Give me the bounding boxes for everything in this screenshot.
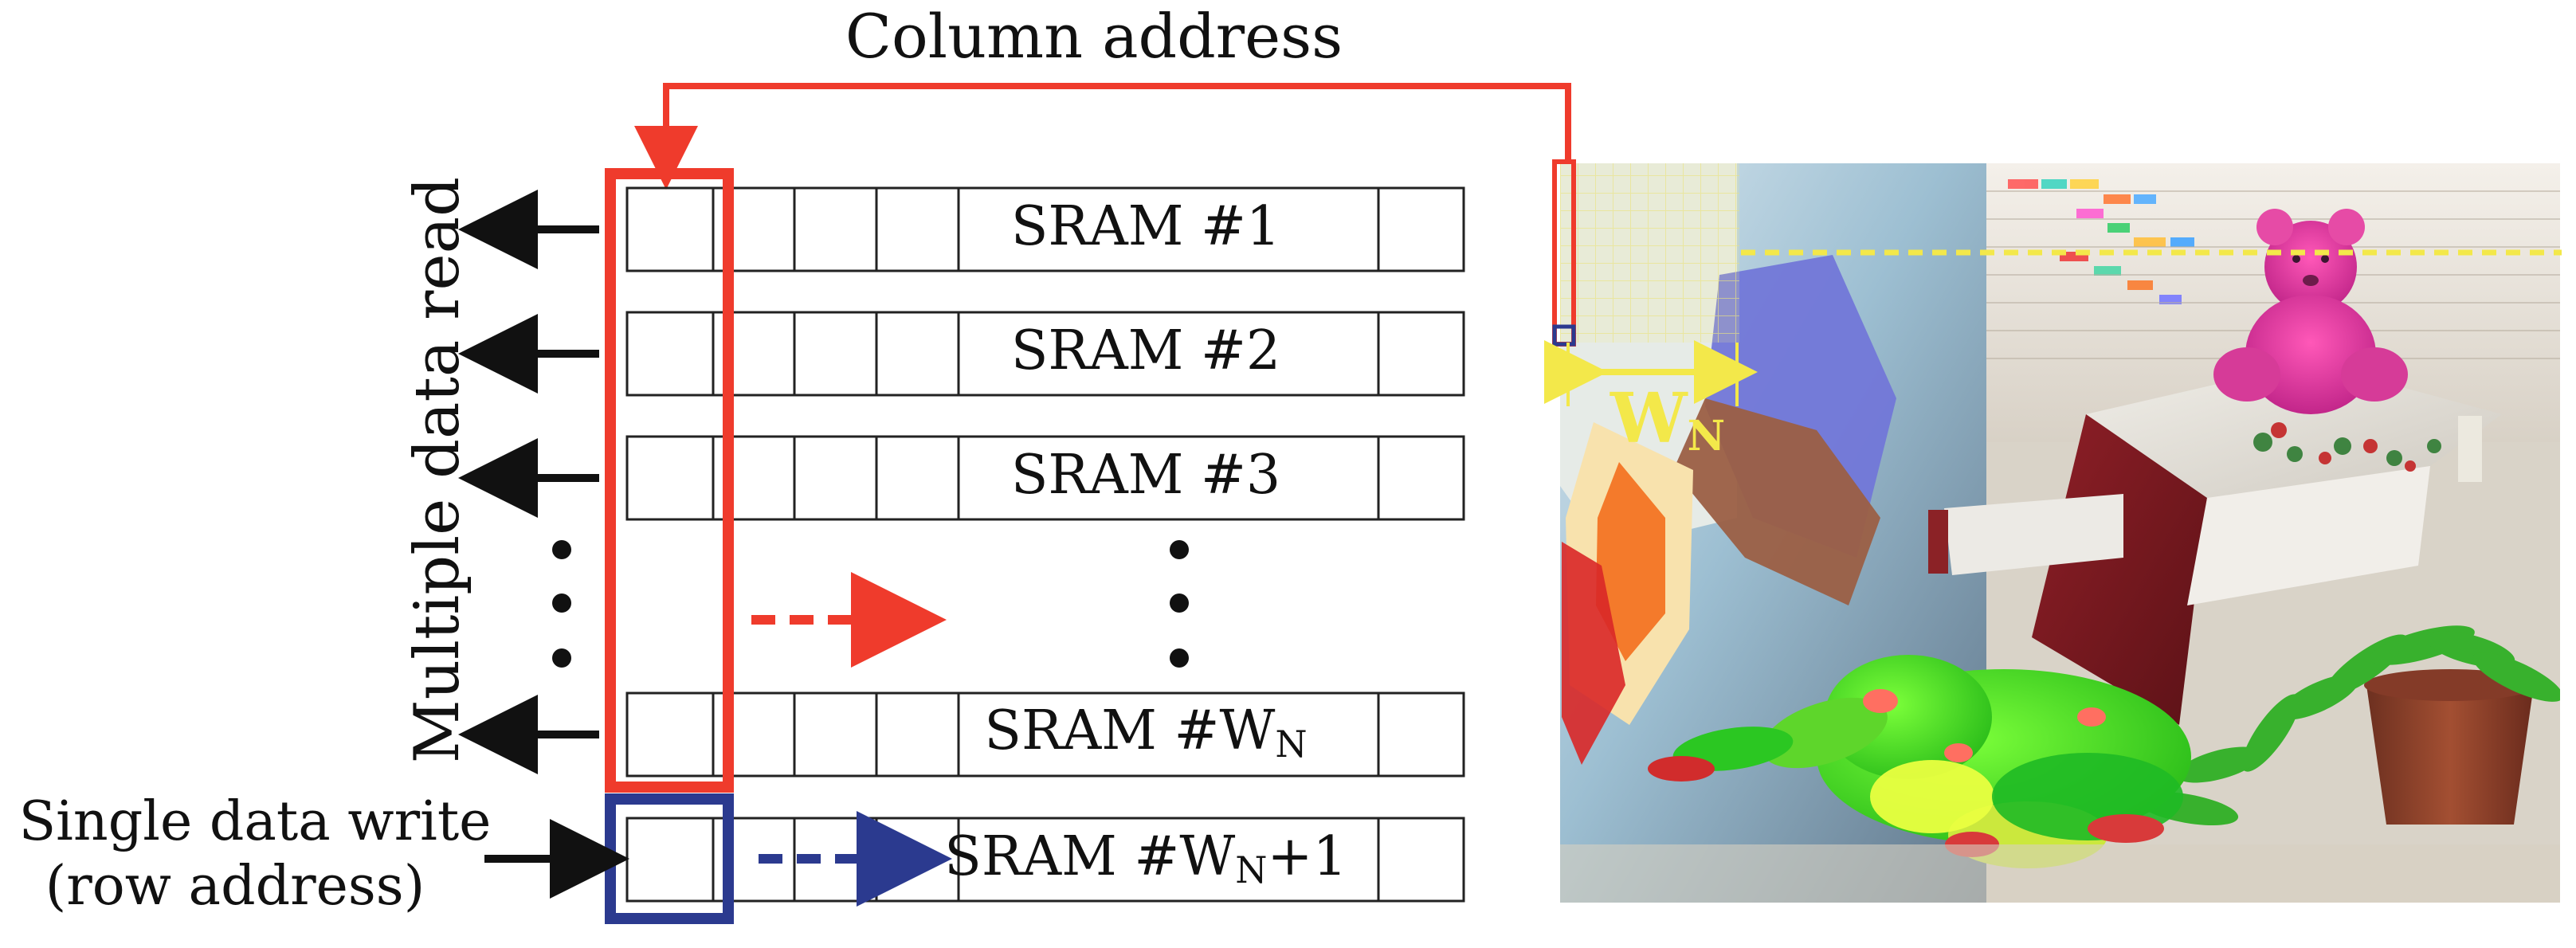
single-data-write-label: Single data write bbox=[19, 790, 492, 853]
sram-table: SRAM #1 SRAM #2 SRAM #3 bbox=[625, 186, 1465, 903]
sram-row-label: SRAM #1 bbox=[1011, 195, 1280, 258]
row-ellipsis-dot bbox=[552, 593, 571, 613]
read-window-highlight bbox=[605, 168, 734, 793]
column-address-label: Column address bbox=[845, 1, 1343, 72]
sram-row-wn: SRAM #WN bbox=[625, 691, 1465, 778]
sram-row-label: SRAM #2 bbox=[1011, 319, 1280, 382]
search-window-overlay bbox=[1560, 163, 1739, 343]
sram-row-label: SRAM #WN+1 bbox=[944, 825, 1347, 891]
table-ellipsis-dot bbox=[1170, 540, 1189, 559]
sram-row-1: SRAM #1 bbox=[625, 186, 1465, 272]
table-ellipsis-dot bbox=[1170, 648, 1189, 668]
column-address-arrow bbox=[634, 83, 1571, 190]
multiple-data-read-label: Multiple data read bbox=[402, 177, 473, 763]
row-ellipsis-dot bbox=[552, 648, 571, 668]
scene-image: WN bbox=[1544, 159, 2562, 903]
row-address-label: (row address) bbox=[45, 855, 425, 918]
sram-row-2: SRAM #2 bbox=[625, 311, 1465, 397]
row-ellipsis-dot bbox=[552, 540, 571, 559]
sram-row-label: SRAM #WN bbox=[984, 699, 1307, 766]
sram-row-label: SRAM #3 bbox=[1011, 444, 1280, 507]
table-ellipsis-dot bbox=[1170, 593, 1189, 613]
sram-row-3: SRAM #3 bbox=[625, 435, 1465, 521]
window-width-label: WN bbox=[1610, 378, 1725, 460]
sram-row-wn-plus-1: SRAM #WN+1 bbox=[625, 817, 1465, 903]
search-window-grid bbox=[1560, 163, 1739, 343]
